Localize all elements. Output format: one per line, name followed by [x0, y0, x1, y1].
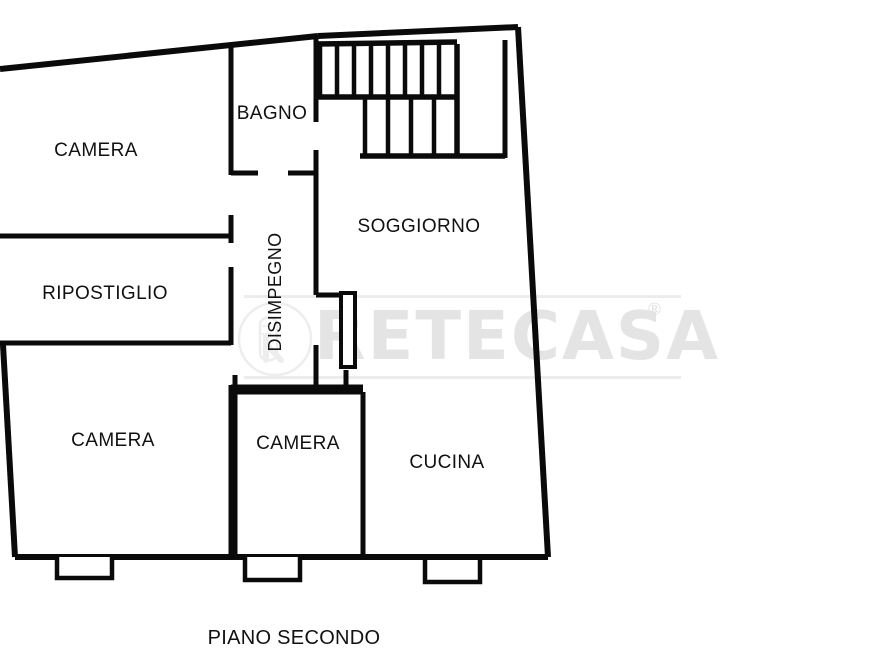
room-label-disimpegno: DISIMPEGNO [265, 232, 285, 351]
exterior-wall-right [515, 26, 551, 558]
exterior-wall-left-lower [0, 344, 18, 558]
room-label-ripostiglio: RIPOSTIGLIO [42, 283, 168, 304]
exterior-wall-top-right [317, 24, 519, 39]
closet-column [339, 291, 357, 369]
stair-rail-upper-top [316, 39, 458, 47]
room-label-soggiorno: SOGGIORNO [358, 216, 481, 237]
room-label-cucina: CUCINA [409, 452, 484, 473]
balcony-projection-left [54, 557, 115, 581]
balcony-projection-center [242, 557, 303, 583]
floor-caption: PIANO SECONDO [208, 627, 381, 649]
room-label-camera-bottom-left: CAMERA [71, 430, 155, 451]
balcony-projection-right [422, 560, 483, 585]
room-label-bagno: BAGNO [237, 103, 308, 124]
exterior-wall-top-slanted [0, 33, 319, 72]
room-label-camera-bottom-middle: CAMERA [256, 433, 340, 454]
room-label-camera-top-left: CAMERA [54, 140, 138, 161]
